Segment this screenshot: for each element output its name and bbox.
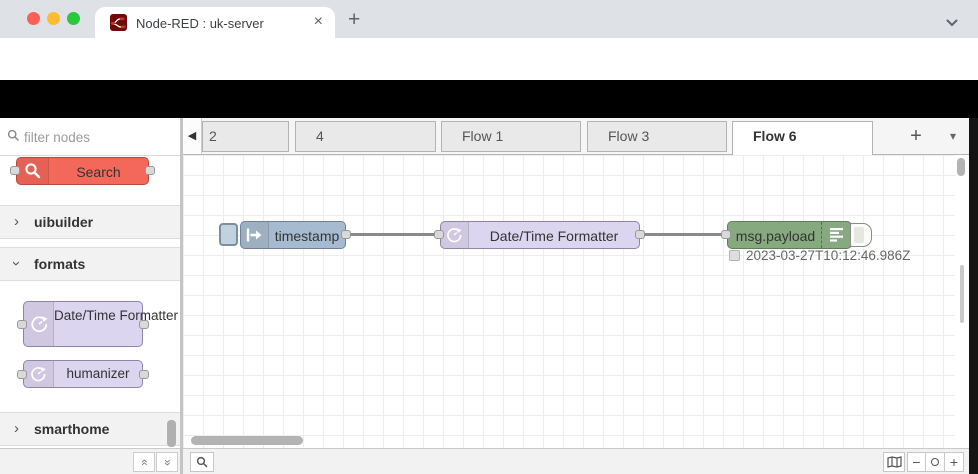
nodered-header: Node-RED Deploy ▾ [0, 80, 978, 194]
search-node-label: Search [76, 164, 121, 180]
circle-icon [931, 458, 939, 466]
formatter-node[interactable]: Date/Time Formatter [440, 221, 640, 249]
zoom-controls: − + [907, 452, 964, 472]
timer-icon [24, 302, 54, 346]
browser-toolbar: ← → ↻ ⚠ Not Secure uk-server:2718/#flow/… [0, 38, 978, 112]
chevron-down-icon: › [8, 261, 25, 266]
canvas-search-button[interactable] [190, 452, 214, 472]
palette: Search › uibuilder › formats Date/Time F… [0, 156, 180, 448]
expand-all-button[interactable]: » [156, 452, 178, 472]
search-node-icon-section [17, 158, 49, 184]
browser-tabstrip: Node-RED : uk-server × + [0, 0, 978, 38]
canvas-vertical-scrollbar[interactable] [957, 158, 965, 176]
palette-category-formats[interactable]: › formats [0, 247, 180, 281]
node-label: msg.payload [735, 228, 816, 244]
palette-node-datetime-formatter[interactable]: Date/Time Formatter [17, 301, 179, 347]
add-flow-button[interactable]: + [910, 125, 922, 147]
debug-enable-toggle[interactable] [850, 223, 872, 247]
collapse-all-button[interactable]: « [133, 452, 155, 472]
mac-minimize-button[interactable] [47, 12, 60, 25]
node-label: humanizer [66, 366, 130, 381]
palette-node-humanizer[interactable]: humanizer [17, 360, 149, 388]
canvas-horizontal-scrollbar[interactable] [191, 436, 303, 445]
search-node-input-port[interactable] [10, 166, 20, 175]
debug-status-indicator [729, 250, 740, 261]
debug-node-msg-payload[interactable]: msg.payload [727, 221, 852, 249]
chevron-right-icon: › [14, 213, 19, 230]
node-label: Date/Time Formatter [489, 228, 619, 244]
flow-tab-flow3[interactable]: Flow 3 [587, 121, 727, 152]
tab-close-icon[interactable]: × [313, 13, 323, 30]
filter-nodes-input[interactable] [24, 126, 169, 148]
debug-status-text: 2023-03-27T10:12:46.986Z [746, 248, 911, 263]
timer-icon [24, 361, 54, 387]
node-label: Date/Time Formatter [54, 308, 179, 323]
node-input-port[interactable] [17, 370, 27, 379]
browser-tab-title: Node-RED : uk-server [136, 16, 264, 31]
navigator-map-button[interactable] [883, 452, 905, 472]
collapsed-sidebar-strip[interactable] [969, 118, 978, 474]
category-label: uibuilder [34, 214, 94, 230]
sidebar-resize-grip[interactable] [960, 265, 964, 323]
mac-fullscreen-button[interactable] [67, 12, 80, 25]
nodered-favicon [110, 14, 127, 31]
node-output-port[interactable] [139, 370, 149, 379]
category-label: formats [34, 256, 86, 272]
flow-tab-label: Flow 6 [753, 128, 797, 144]
zoom-in-button[interactable]: + [945, 452, 964, 472]
debug-lines-icon [821, 222, 851, 248]
flow-tabbar: ◀ 2 4 Flow 1 Flow 3 Flow 6 + ▾ [183, 118, 969, 155]
node-output-port[interactable] [139, 320, 149, 329]
palette-resize-divider[interactable] [180, 118, 183, 474]
palette-category-smarthome[interactable]: › smarthome [0, 412, 180, 446]
node-input-port[interactable] [17, 320, 27, 329]
flow-canvas[interactable]: timestamp Date/Time Formatter msg.payloa… [183, 155, 969, 448]
flow-list-caret-icon[interactable]: ▾ [949, 129, 957, 143]
flow-tab-flow6-active[interactable]: Flow 6 [732, 121, 873, 155]
debug-input-port[interactable] [721, 230, 731, 239]
inject-trigger-button[interactable] [219, 223, 238, 246]
tab-search-chevron-icon[interactable] [946, 14, 958, 32]
workspace-footer: − + [183, 448, 969, 474]
inject-node-timestamp[interactable]: timestamp [240, 221, 346, 249]
flow-tab-label: Flow 3 [608, 128, 650, 144]
search-node-output-port[interactable] [145, 166, 155, 175]
flow-tab-label: Flow 1 [462, 128, 504, 144]
filter-search-icon [7, 129, 20, 147]
flow-tab-2[interactable]: 2 [202, 121, 289, 152]
palette-footer: « » [0, 448, 180, 474]
tab-scroll-left-button[interactable]: ◀ [183, 118, 202, 154]
palette-category-uibuilder[interactable]: › uibuilder [0, 205, 180, 239]
zoom-reset-button[interactable] [926, 452, 945, 472]
flow-tab-4[interactable]: 4 [295, 121, 436, 152]
timer-icon [441, 222, 469, 248]
node-label: timestamp [274, 228, 340, 244]
triangle-left-icon: ◀ [187, 130, 197, 142]
palette-node-search[interactable]: Search [10, 157, 155, 185]
chevron-right-icon: › [14, 420, 19, 437]
zoom-out-button[interactable]: − [907, 452, 926, 472]
mac-close-button[interactable] [27, 12, 40, 25]
flow-tab-label: 4 [316, 128, 324, 144]
wire-formatter-to-debug[interactable] [644, 233, 728, 236]
flow-tab-label: 2 [209, 128, 217, 144]
browser-tab[interactable]: Node-RED : uk-server × [95, 7, 335, 38]
flow-tab-flow1[interactable]: Flow 1 [441, 121, 581, 152]
palette-filter [0, 118, 180, 156]
inject-arrow-icon [241, 222, 269, 248]
category-label: smarthome [34, 421, 110, 437]
double-chevron-down-icon: » [160, 459, 175, 466]
palette-scrollbar-thumb[interactable] [167, 420, 176, 447]
wire-inject-to-formatter[interactable] [350, 233, 438, 236]
double-chevron-up-icon: « [137, 459, 152, 466]
formatter-input-port[interactable] [434, 230, 444, 239]
new-tab-button[interactable]: + [348, 8, 361, 31]
